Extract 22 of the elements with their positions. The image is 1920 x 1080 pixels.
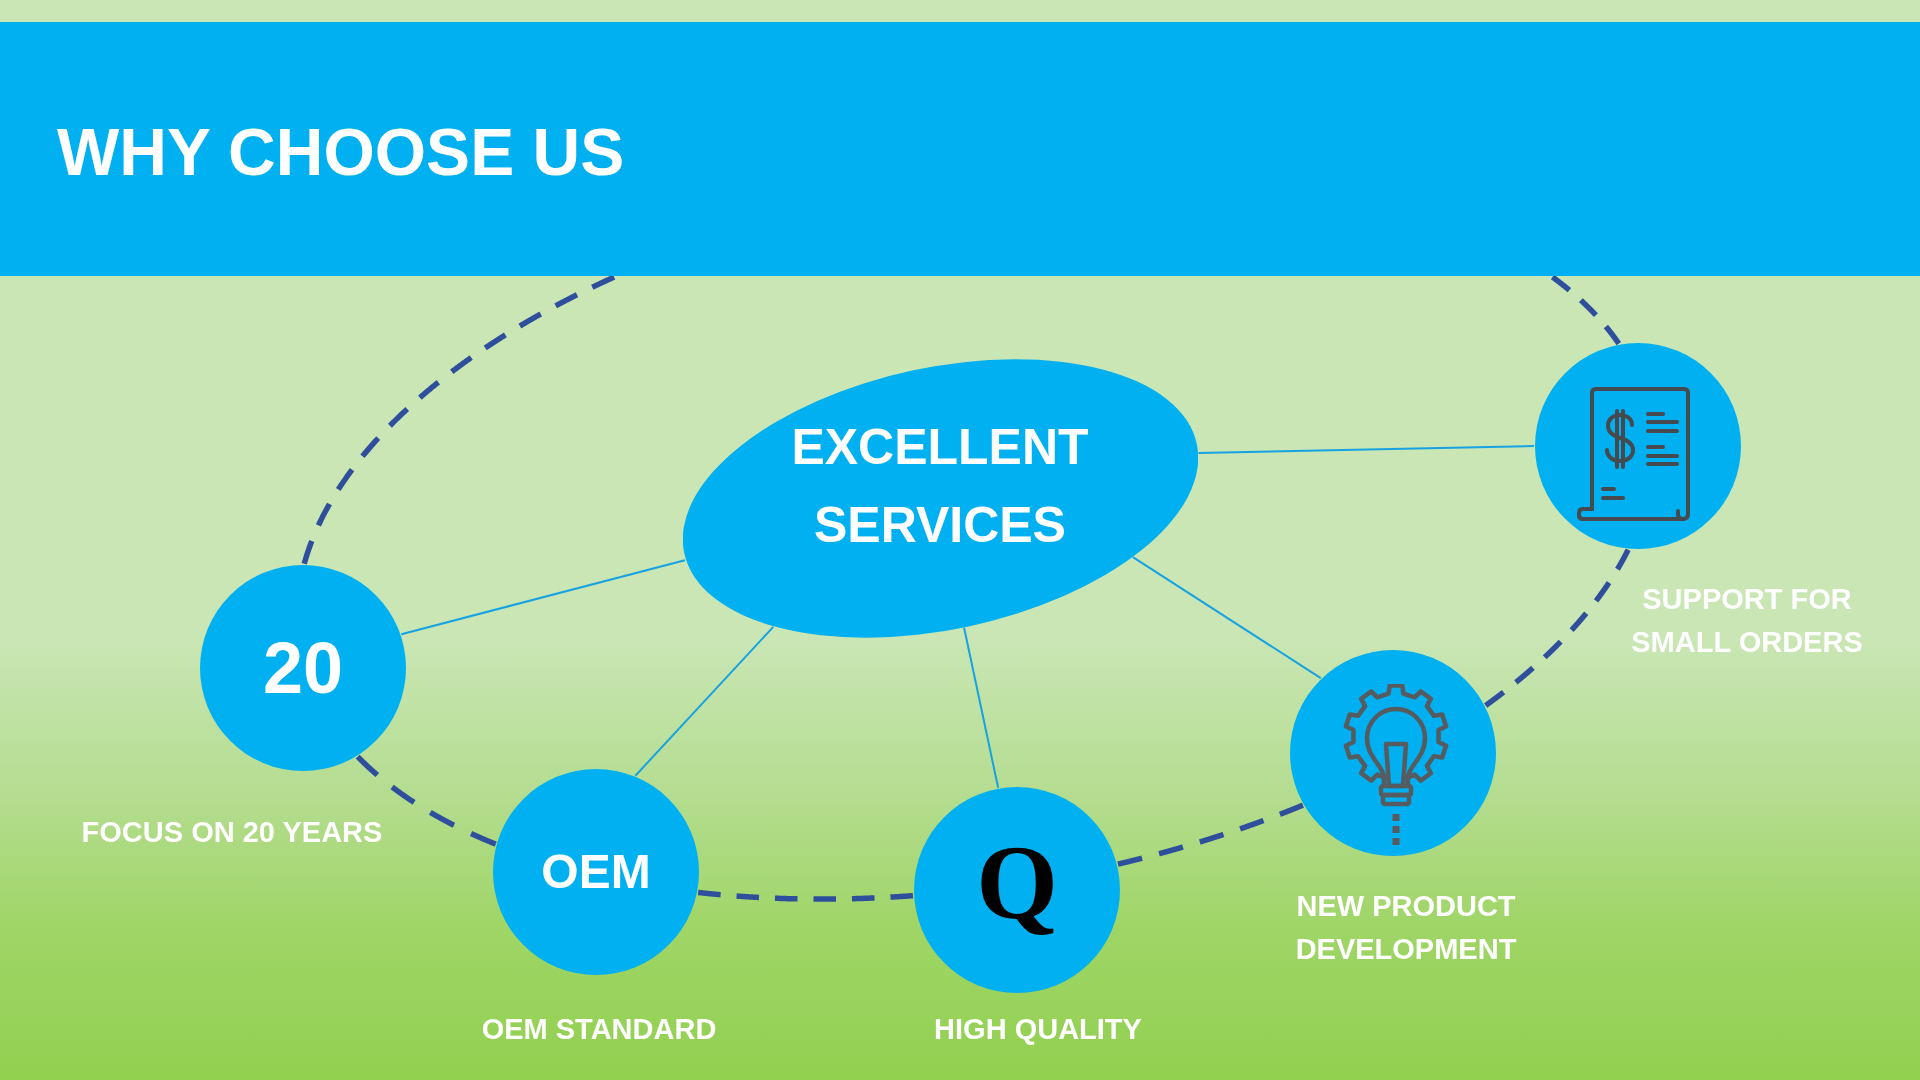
dashed-connector [355,754,499,847]
connector-line [400,559,686,636]
dashed-connector [301,274,617,567]
dashed-connector [695,889,916,902]
oval-node [682,358,1198,638]
connector-line [1131,556,1322,680]
connector-line [634,625,775,777]
dashed-connector [1483,547,1631,709]
node-label: EXCELLENT SERVICES [790,418,1090,555]
connector-line [1197,445,1535,454]
node-caption: HIGH QUALITY [934,1012,1142,1047]
node-label: 20 [262,632,344,704]
title: WHY CHOOSE US [57,114,625,190]
node-caption: OEM STANDARD [481,1012,717,1047]
node-label: Q [976,829,1058,935]
node-caption: SUPPORT FOR SMALL ORDERS [1630,582,1864,660]
dashed-connector [1550,274,1622,347]
node-caption: NEW PRODUCT DEVELOPMENT [1294,889,1518,967]
connector-line [963,626,1000,789]
node-label: OEM [541,846,651,898]
node-caption: FOCUS ON 20 YEARS [81,815,383,850]
dashed-connector [1115,802,1306,867]
